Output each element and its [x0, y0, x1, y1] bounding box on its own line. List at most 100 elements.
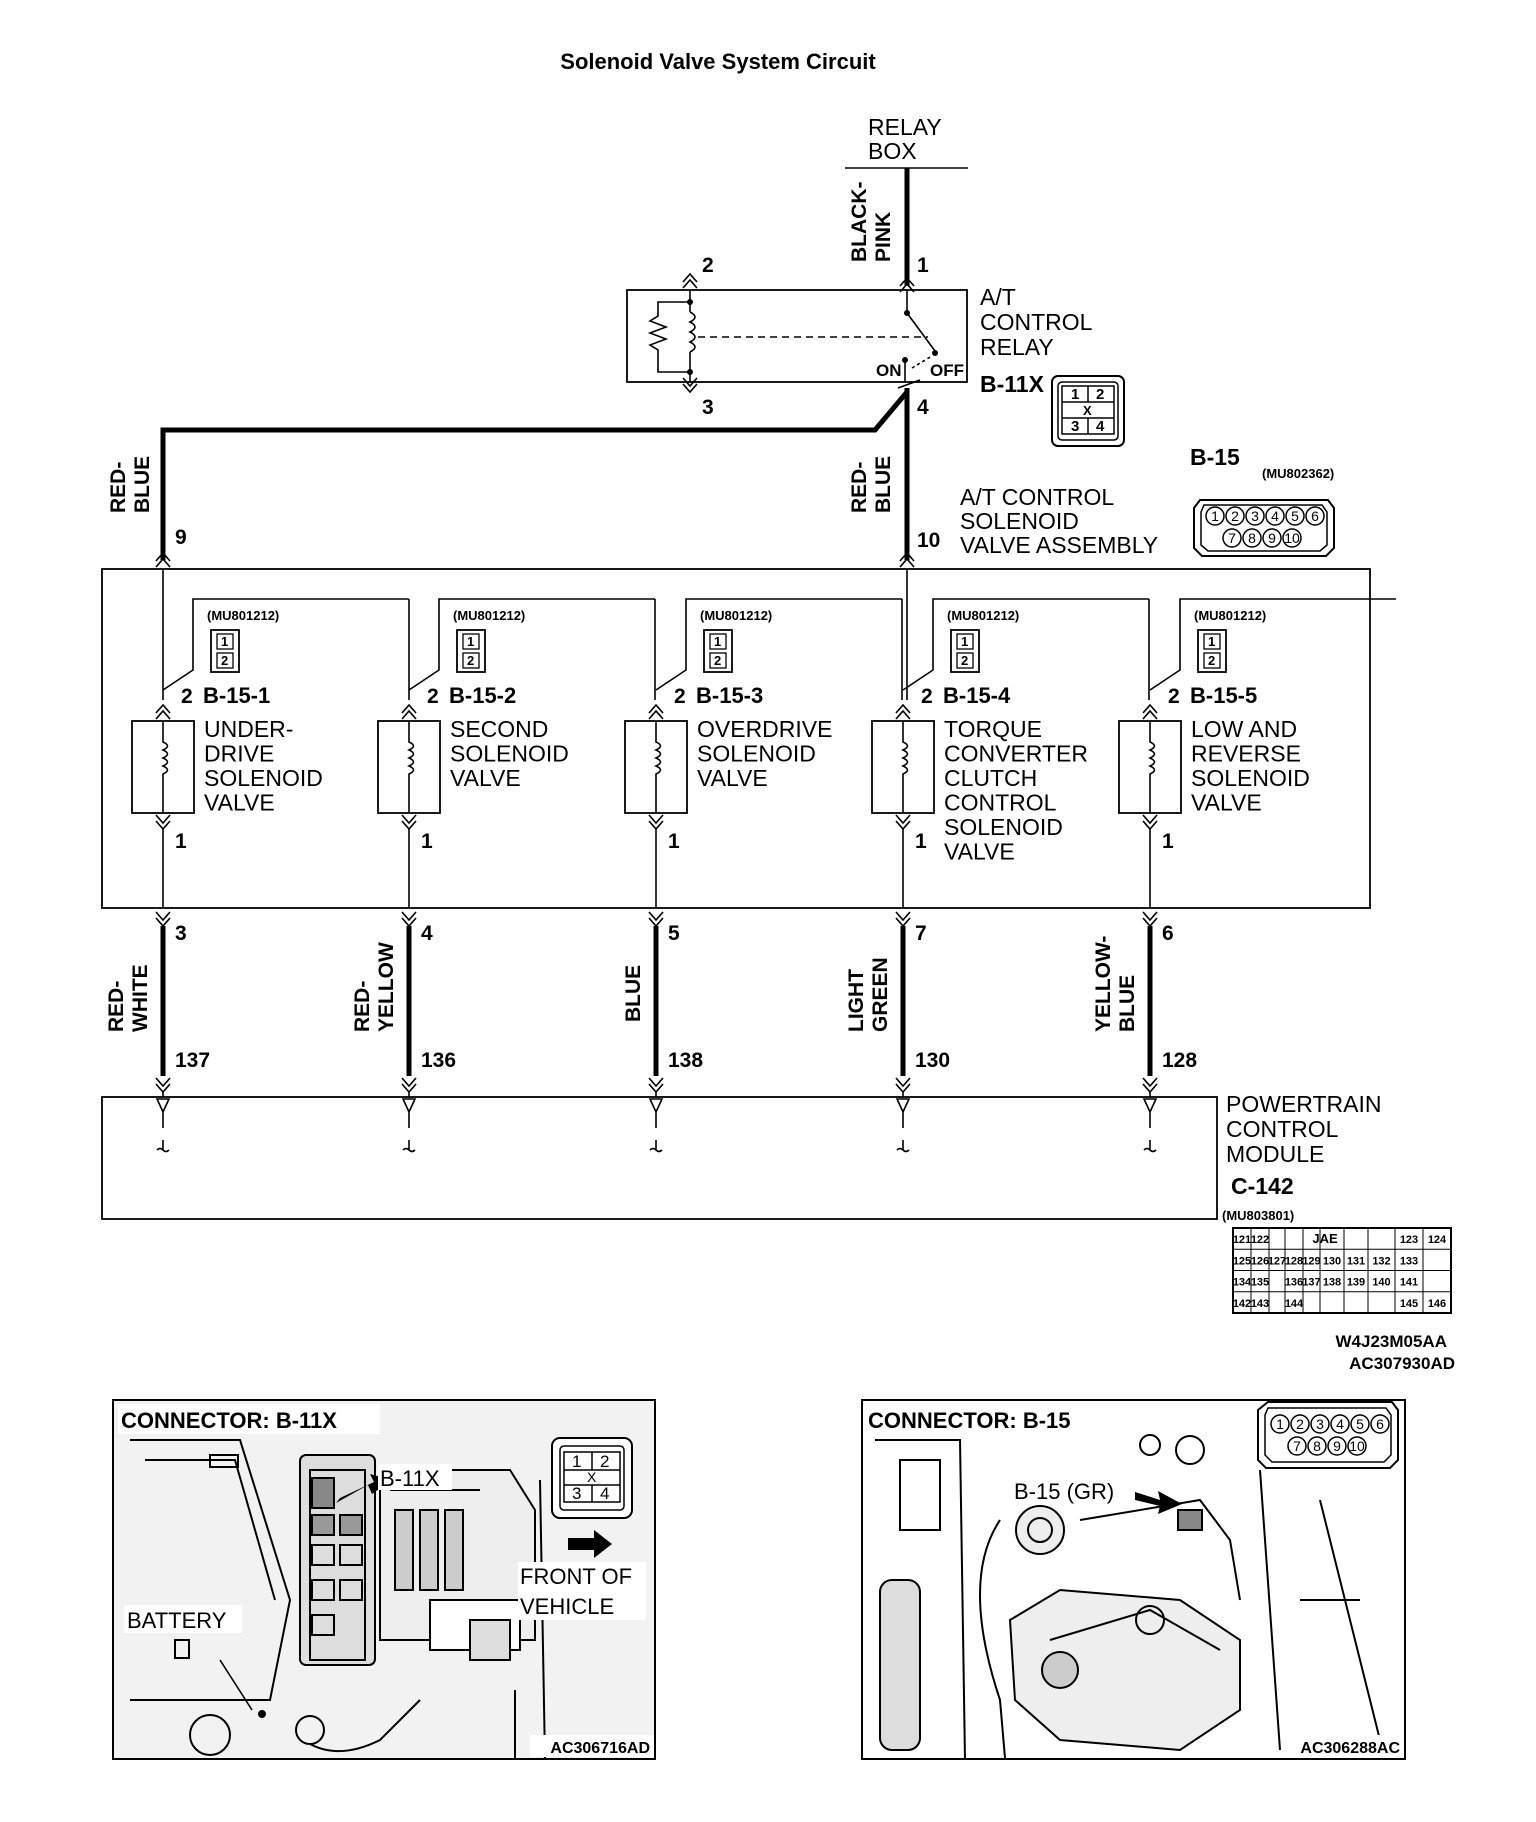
pcm-cell-121: 121: [1233, 1234, 1251, 1246]
solenoid-2-pin-1: 1: [421, 830, 433, 853]
solenoid-1-supply: [162, 598, 409, 691]
inset-b11x-cell-3: 3: [572, 1484, 581, 1503]
b15-diagram-pin-7: 7: [1228, 530, 1236, 546]
solenoid-3-connector: B-15-3: [696, 683, 763, 708]
relay-pin4-marker: [897, 379, 921, 389]
solenoid-5-out-pin: 6: [1162, 922, 1174, 945]
b15-diagram-pin-6: 6: [1311, 508, 1319, 524]
b15-diagram-pin-8: 8: [1248, 530, 1256, 546]
solenoid-4-label-5: SOLENOID: [944, 814, 1063, 840]
engine-bay-illustration: [130, 1439, 546, 1761]
solenoid-4-pcm-pin: 130: [915, 1049, 950, 1072]
solenoid-1-out-pin: 3: [175, 922, 187, 945]
relay-pin-3: 3: [702, 396, 714, 419]
wire-color-black-pink: BLACK- PINK: [848, 182, 895, 262]
b11x-cell-4: 4: [1096, 418, 1105, 435]
solenoid-1-pcm-pin: 137: [175, 1049, 210, 1072]
b11x-connector-face: 1 2 X 3 4: [1051, 375, 1125, 447]
relay-label-2: CONTROL: [980, 309, 1093, 335]
relay-box-label-2: BOX: [868, 138, 917, 164]
wire-red-blue-10-label-2: BLUE: [872, 456, 895, 513]
solenoid-2-wire-color-2: YELLOW: [375, 942, 398, 1032]
b11x-cell-3: 3: [1071, 418, 1079, 435]
b15-inset-pin-3: 3: [1316, 1416, 1324, 1432]
panel-left-title: CONNECTOR: B-11X: [121, 1408, 337, 1433]
solenoid-3-mini-pin-1: 1: [714, 634, 721, 649]
b15-diagram-pin-3: 3: [1251, 508, 1259, 524]
b15-pointer-arrow: [1135, 1491, 1182, 1514]
diagram-title: Solenoid Valve System Circuit: [560, 49, 876, 74]
assembly-label-2: SOLENOID: [960, 508, 1079, 534]
code-w4j23m05aa: W4J23M05AA: [1336, 1332, 1448, 1351]
front-arrow-icon: [568, 1530, 612, 1558]
solenoid-5-mini-pin-2: 2: [1208, 653, 1215, 668]
solenoid-4-out-pin: 7: [915, 922, 927, 945]
relay-switch-on: ON: [876, 361, 902, 380]
panel-left-front-1: FRONT OF: [520, 1564, 632, 1589]
b15-diagram-pin-4: 4: [1271, 508, 1279, 524]
relay-pin3-connector: [682, 377, 698, 394]
solenoid-3-supply: [655, 598, 902, 691]
assembly-pin-10: 10: [917, 529, 940, 552]
solenoid-2-connector: B-15-2: [449, 683, 516, 708]
solenoid-5-mini-pin-1: 1: [1208, 634, 1215, 649]
solenoid-1-mini-pin-1: 1: [221, 634, 228, 649]
solenoid-1-label-2: DRIVE: [204, 741, 274, 767]
assembly-connector-id: B-15: [1190, 444, 1240, 470]
b15-inset-pin-5: 5: [1356, 1416, 1364, 1432]
solenoid-4-wire-color-1: LIGHT: [845, 969, 868, 1032]
wire-red-blue-10-label-1: RED-: [848, 462, 871, 513]
b15-diagram-pin-9: 9: [1268, 530, 1276, 546]
b11x-inset-connector: 1 2 X 3 4: [551, 1437, 633, 1519]
pcm-cell-142: 142: [1233, 1298, 1251, 1310]
solenoid-4-label-4: CONTROL: [944, 790, 1057, 816]
inset-b11x-cell-2: 2: [600, 1452, 609, 1471]
solenoid-5-pcm-pin: 128: [1162, 1049, 1197, 1072]
wire-black-pink-label-2: PINK: [872, 212, 895, 262]
pcm-label-1: POWERTRAIN: [1226, 1091, 1381, 1117]
assembly-pin10-connector: [899, 551, 915, 568]
pcm-cell-135: 135: [1251, 1277, 1269, 1289]
pcm-cell-144: 144: [1285, 1298, 1304, 1310]
solenoid-2-mini-pin-1: 1: [467, 634, 474, 649]
solenoid-1-mini-pin-2: 2: [221, 653, 228, 668]
solenoid-2-label-2: SOLENOID: [450, 741, 569, 767]
solenoid-3-wire-color-1: BLUE: [622, 965, 645, 1022]
pcm-cell-122: 122: [1251, 1234, 1269, 1246]
relay-switch-off: OFF: [930, 361, 964, 380]
pcm-cell-125: 125: [1233, 1255, 1251, 1267]
solenoid-1-wire-color-2: WHITE: [129, 964, 152, 1032]
solenoid-2-pin-2: 2: [427, 685, 439, 708]
solenoid-2-supply: [408, 598, 655, 691]
panel-left-callout: B-11X: [380, 1466, 440, 1491]
solenoid-5-supply: [1149, 598, 1396, 691]
relay-pin-1: 1: [917, 254, 929, 277]
pcm-cell-146: 146: [1428, 1298, 1446, 1310]
assembly-label-3: VALVE ASSEMBLY: [960, 532, 1158, 558]
solenoid-4-connector: B-15-4: [943, 683, 1011, 708]
pcm-cell-JAE: JAE: [1312, 1231, 1338, 1246]
b15-inset-pin-4: 4: [1336, 1416, 1344, 1432]
pcm-cell-143: 143: [1251, 1298, 1269, 1310]
pcm-box: [101, 1096, 1218, 1220]
solenoid-4-label-6: VALVE: [944, 839, 1015, 865]
pcm-cell-134: 134: [1233, 1277, 1252, 1289]
solenoid-2-label-3: VALVE: [450, 765, 521, 791]
assembly-label-1: A/T CONTROL: [960, 484, 1114, 510]
wire-red-blue-9-label-2: BLUE: [131, 456, 154, 513]
pcm-cell-133: 133: [1400, 1255, 1418, 1267]
b15-inset-pin-9: 9: [1333, 1438, 1341, 1454]
relay-pin2-connector: [682, 272, 698, 289]
wire-color-red-blue-10: RED- BLUE: [848, 456, 895, 513]
solenoid-4-label-3: CLUTCH: [944, 765, 1037, 791]
solenoid-5-label-2: REVERSE: [1191, 741, 1301, 767]
wire-red-blue-9: [160, 390, 909, 560]
solenoid-2-out-pin: 4: [421, 922, 433, 945]
panel-right-title: CONNECTOR: B-15: [868, 1408, 1071, 1433]
